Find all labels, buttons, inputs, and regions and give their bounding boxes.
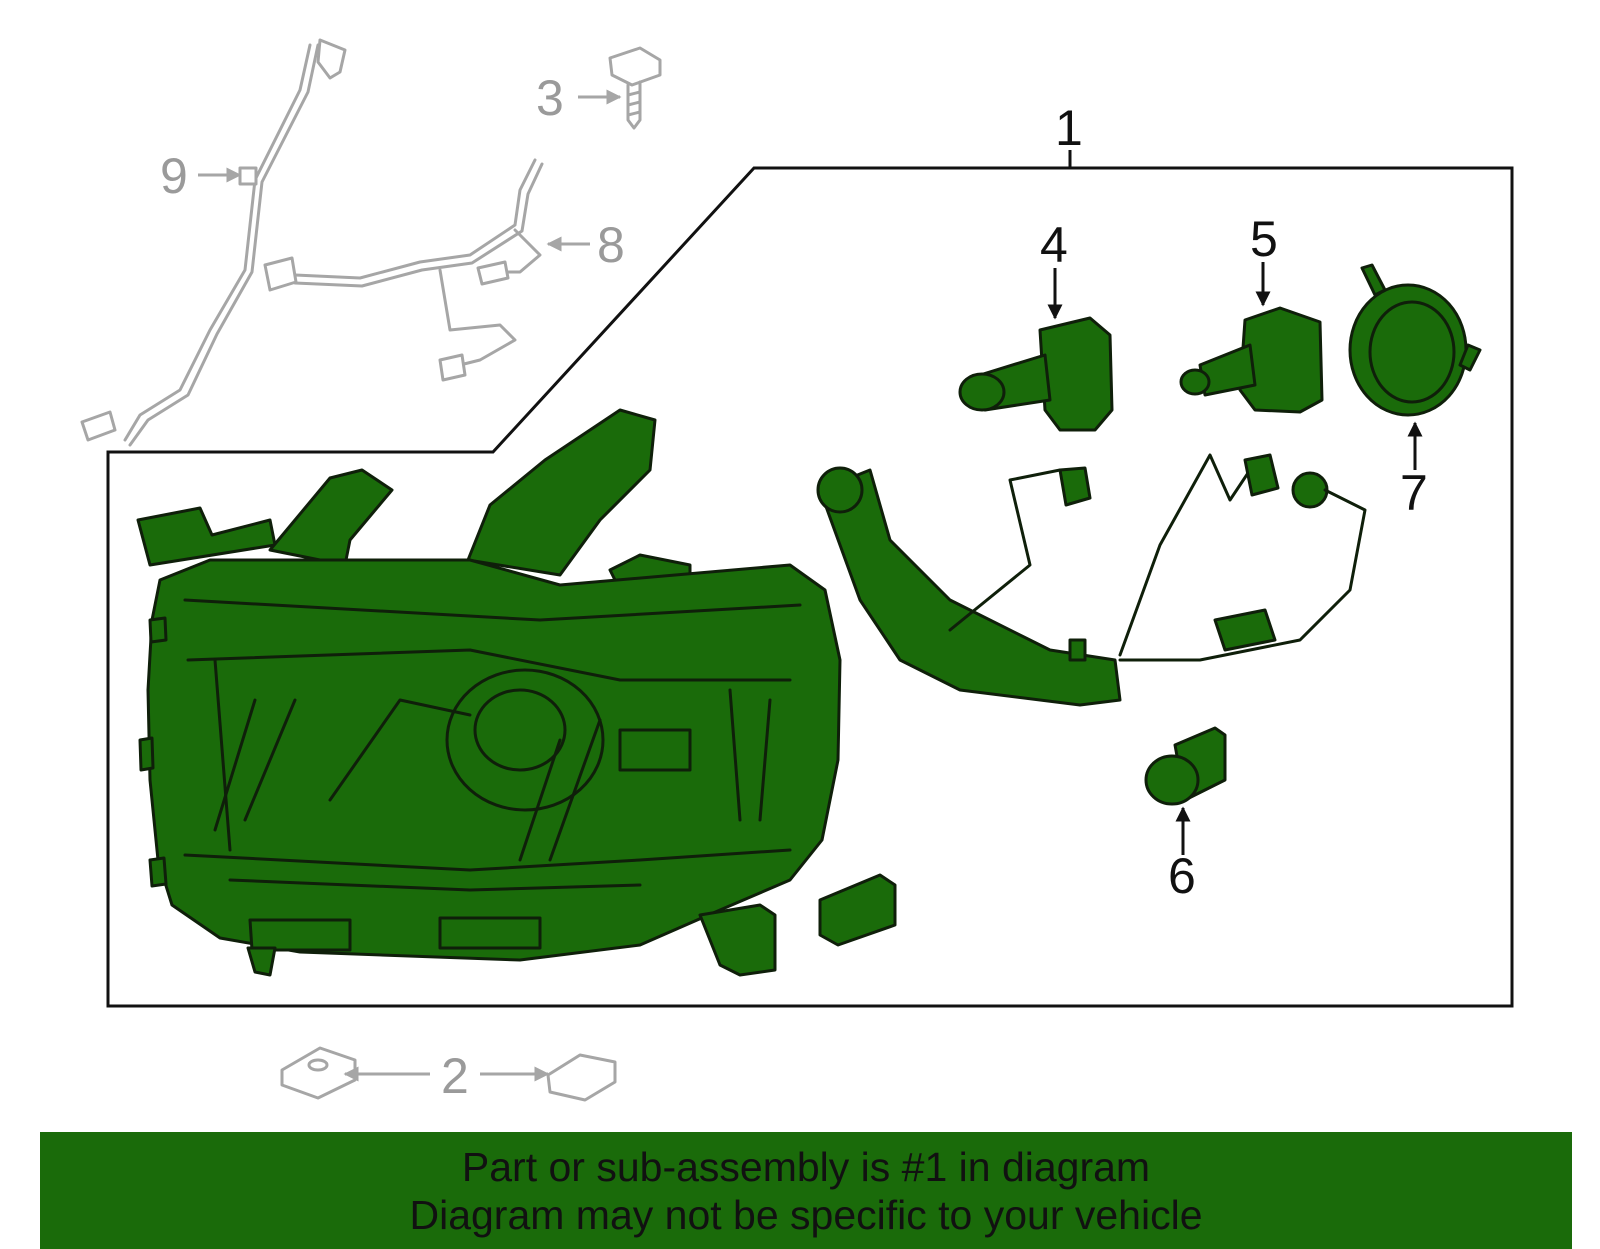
headlamp-bulb [958,316,1114,432]
headlamp-housing [136,408,842,977]
callout-6: 6 [1168,848,1196,904]
high-beam-bulb [1179,306,1324,414]
bolt [608,46,662,130]
socket-harness [816,453,1367,707]
clip-left [280,1046,357,1100]
callout-2: 2 [441,1048,469,1104]
adjuster-block [818,873,897,947]
footer-line-2: Diagram may not be specific to your vehi… [409,1191,1203,1238]
callout-5: 5 [1250,211,1278,267]
footer-banner: Part or sub-assembly is #1 in diagram Di… [40,1132,1572,1249]
side-marker-bulb [1144,726,1227,806]
assembly-boundary [106,166,1514,1008]
wiring-harness-9 [80,38,347,447]
bulb-cover-ring [1348,263,1482,417]
clip-right [546,1053,617,1102]
callout-8: 8 [597,217,625,273]
callout-9: 9 [160,148,188,204]
footer-line-1: Part or sub-assembly is #1 in diagram [461,1143,1151,1190]
wiring-harness-8 [263,158,544,382]
callout-1: 1 [1055,100,1083,156]
callout-7: 7 [1400,465,1428,521]
callout-4: 4 [1040,217,1068,273]
callout-3: 3 [536,70,564,126]
